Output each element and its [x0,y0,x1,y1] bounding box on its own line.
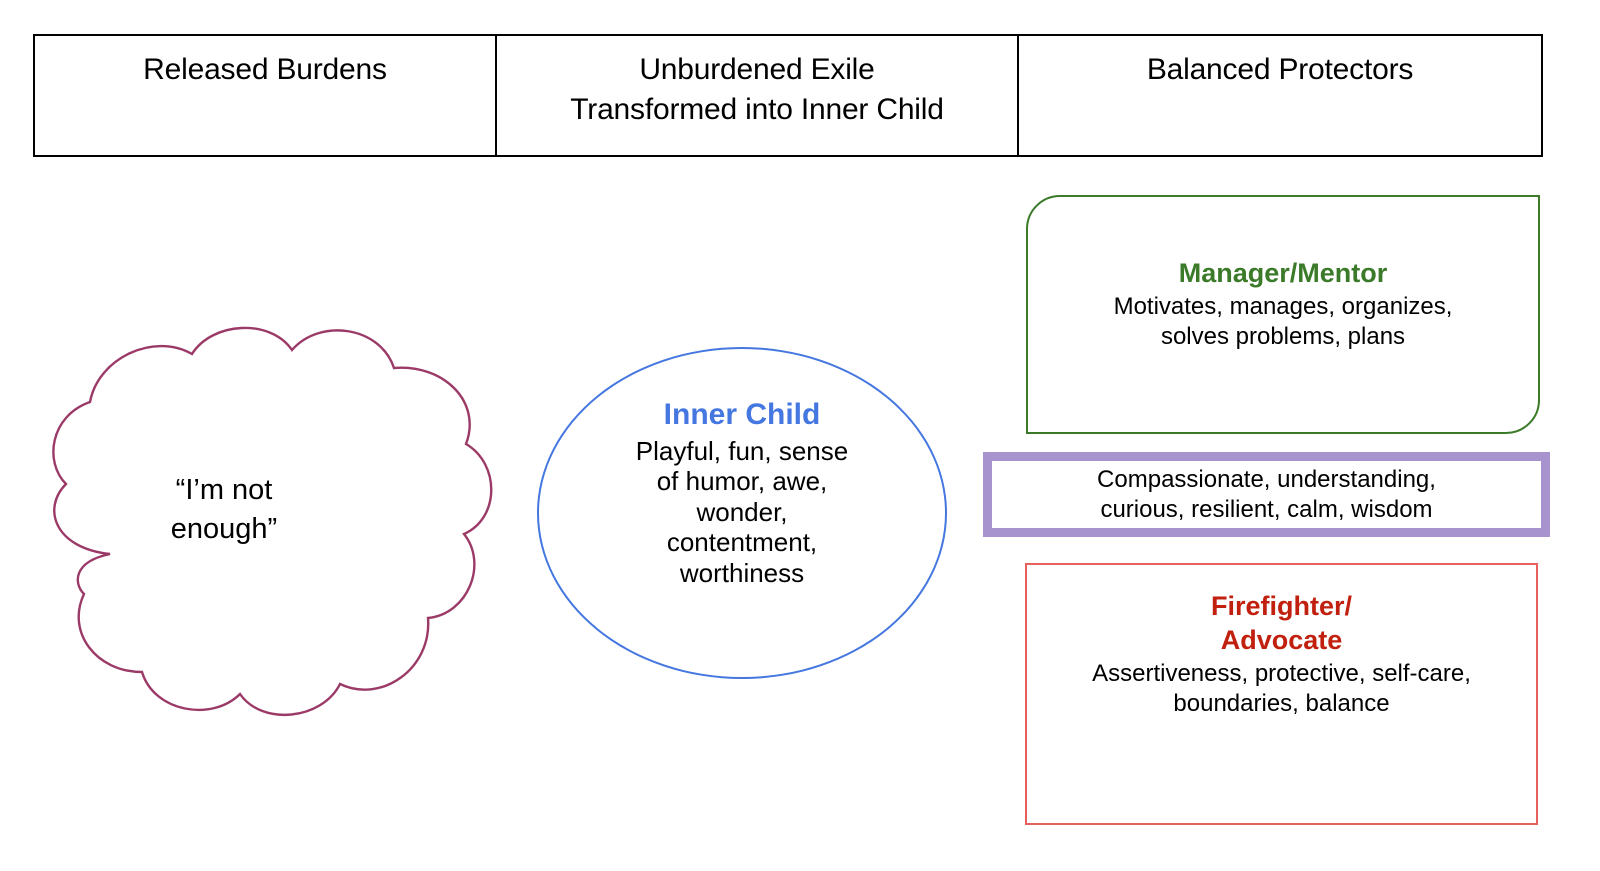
firefighter-advocate-body: Assertiveness, protective, self-care, bo… [1035,659,1528,719]
inner-child-body-line1: Playful, fun, sense [635,436,849,466]
inner-child-body-line3: wonder, [696,496,788,527]
manager-mentor-text-block: Manager/Mentor Motivates, manages, organ… [1036,257,1530,352]
cloud-text-line1: “I’m not [175,474,273,506]
firefighter-advocate-box: Firefighter/ Advocate Assertiveness, pro… [1025,563,1538,825]
column-header-released-burdens-label: Released Burdens [143,53,387,86]
firefighter-advocate-title-line2: Advocate [1220,624,1343,655]
inner-child-text-block: Inner Child Playful, fun, sense of humor… [585,395,899,588]
inner-child-body-line5: worthiness [679,557,805,588]
cloud-text: “I’m not enough” [74,471,374,549]
column-header-balanced-protectors: Balanced Protectors [1017,36,1541,155]
inner-child-body-line2: of humor, awe, [656,466,828,497]
inner-child-ellipse-outline [537,347,947,679]
cloud-text-line2: enough” [170,513,278,546]
column-header-released-burdens: Released Burdens [35,36,495,155]
firefighter-advocate-title-line1: Firefighter/ [1210,591,1352,621]
manager-mentor-title: Manager/Mentor [1178,258,1388,288]
self-qualities-line2: curious, resilient, calm, wisdom [1100,495,1433,523]
inner-child-ellipse: Inner Child Playful, fun, sense of humor… [537,347,947,679]
released-burden-cloud: “I’m not enough” [14,296,504,746]
column-header-unburdened-exile-line2: Transformed into Inner Child [570,92,944,126]
inner-child-body: Playful, fun, sense of humor, awe, wonde… [585,436,899,588]
manager-mentor-body-line1: Motivates, manages, organizes, [1113,292,1453,320]
column-header-unburdened-exile-label: Unburdened Exile Transformed into Inner … [570,50,944,129]
column-header-unburdened-exile-line1: Unburdened Exile [639,53,875,86]
column-header-unburdened-exile: Unburdened Exile Transformed into Inner … [495,36,1017,155]
firefighter-advocate-text-block: Firefighter/ Advocate Assertiveness, pro… [1035,590,1528,719]
column-header-balanced-protectors-label: Balanced Protectors [1146,53,1414,86]
firefighter-advocate-title: Firefighter/ Advocate [1035,590,1528,658]
self-qualities-box: Compassionate, understanding, curious, r… [983,452,1550,537]
cloud-shape-icon [52,326,493,716]
inner-child-body-line4: contentment, [666,527,818,558]
manager-mentor-body: Motivates, manages, organizes, solves pr… [1036,292,1530,352]
column-header-table: Released Burdens Unburdened Exile Transf… [33,34,1543,157]
self-qualities-text: Compassionate, understanding, curious, r… [1097,465,1436,525]
manager-mentor-box: Manager/Mentor Motivates, manages, organ… [1026,195,1540,434]
inner-child-title: Inner Child [663,398,821,431]
self-qualities-line1: Compassionate, understanding, [1097,465,1436,493]
firefighter-advocate-body-line1: Assertiveness, protective, self-care, [1092,659,1471,687]
manager-mentor-body-line2: solves problems, plans [1160,322,1406,350]
firefighter-advocate-body-line2: boundaries, balance [1173,689,1390,717]
